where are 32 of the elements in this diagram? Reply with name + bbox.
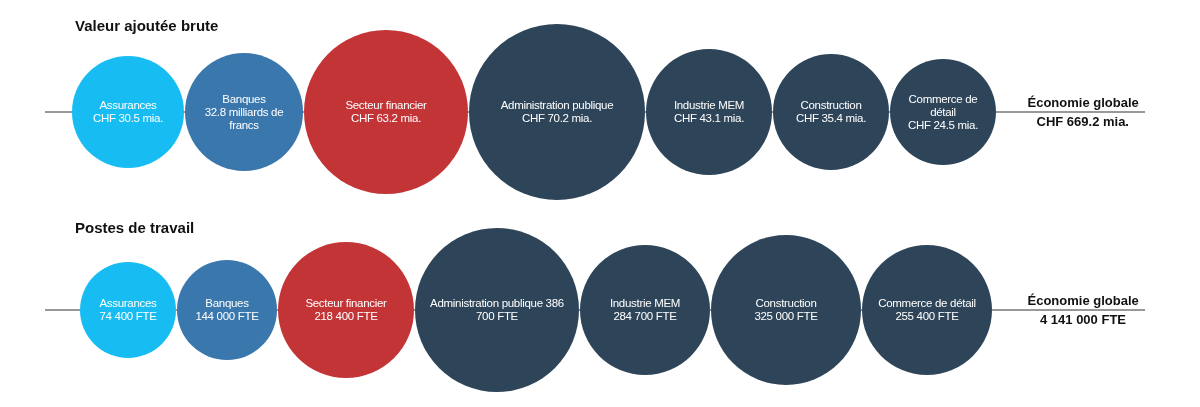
sector-label: Assurances [99,99,157,112]
sector-label: Administration publique [500,99,614,112]
sector-label: Secteur financier [345,99,427,112]
sector-label: Construction [800,99,862,112]
sector-label: Industrie MEM [673,99,745,112]
sector-label: Industrie MEM [609,297,681,310]
sector-label: Banques [222,92,266,106]
section-title: Postes de travail [75,219,195,236]
sector-label: Construction [755,297,817,310]
total-value: 4 141 000 FTE [1040,312,1126,327]
sector-value: 325 000 FTE [754,310,818,323]
section-title: Valeur ajoutée brute [75,17,219,34]
sector-label: Commerce de détail [907,92,979,119]
sector-value: 144 000 FTE [195,310,259,323]
total-value: CHF 669.2 mia. [1036,114,1129,129]
sector-value: CHF 43.1 mia. [673,112,745,125]
total-label: Économie globale [1027,95,1139,110]
sector-value: CHF 24.5 mia. [907,118,979,132]
sector-value: 284 700 FTE [613,310,677,323]
sector-label: Assurances [99,297,157,310]
sector-value: CHF 35.4 mia. [795,112,867,125]
sector-label: Administration publique 386 700 FTE [429,297,565,323]
sector-value: 218 400 FTE [314,310,378,323]
sector-value: 74 400 FTE [99,310,157,323]
sector-label: Commerce de détail 255 400 FTE [877,297,977,323]
sector-value: CHF 30.5 mia. [92,112,164,125]
sector-value: CHF 63.2 mia. [350,112,422,125]
sector-label: Secteur financier [305,297,387,310]
sector-label: Banques [205,297,249,310]
sector-value: 32.8 milliards de francs [204,105,284,132]
total-label: Économie globale [1027,293,1139,308]
sector-value: CHF 70.2 mia. [521,112,593,125]
